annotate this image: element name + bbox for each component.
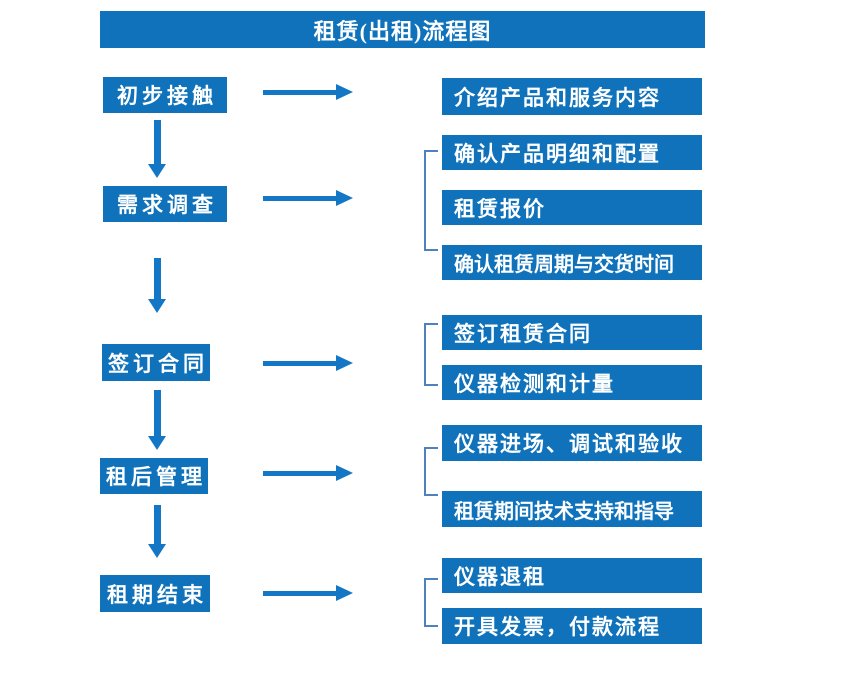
- group-bracket: [424, 323, 438, 386]
- arrow-shaft: [263, 470, 336, 476]
- flow-arrow-right-icon: [263, 585, 353, 601]
- arrow-head: [336, 585, 353, 601]
- detail-box-tech-support: 租赁期间技术支持和指导: [442, 491, 702, 527]
- arrow-head: [148, 299, 166, 313]
- flow-arrow-down-icon: [148, 390, 166, 450]
- arrow-shaft: [263, 590, 336, 596]
- arrow-head: [148, 164, 166, 178]
- arrow-shaft: [263, 195, 336, 201]
- stage-box-lease-end: 租期结束: [100, 575, 210, 612]
- arrow-shaft: [153, 390, 161, 436]
- detail-box-instrument-setup: 仪器进场、调试和验收: [442, 425, 702, 461]
- diagram-title: 租赁(出租)流程图: [313, 18, 492, 44]
- group-bracket: [424, 578, 438, 627]
- stage-box-sign-contract: 签订合同: [102, 344, 210, 381]
- detail-box-invoice-payment: 开具发票，付款流程: [442, 608, 702, 644]
- arrow-shaft: [153, 505, 161, 544]
- arrow-shaft: [153, 120, 161, 164]
- stage-box-demand-survey: 需求调查: [103, 186, 227, 222]
- flow-arrow-down-icon: [148, 505, 166, 558]
- arrow-head: [148, 544, 166, 558]
- flow-arrow-right-icon: [263, 465, 353, 481]
- arrow-head: [336, 355, 353, 371]
- stage-box-post-rental-mgmt: 租后管理: [100, 458, 208, 494]
- flow-arrow-right-icon: [263, 84, 353, 100]
- detail-box-introduce-products: 介绍产品和服务内容: [442, 78, 702, 115]
- arrow-head: [148, 436, 166, 450]
- flow-arrow-right-icon: [263, 355, 353, 371]
- arrow-head: [336, 465, 353, 481]
- stage-box-initial-contact: 初步接触: [103, 77, 227, 113]
- flow-arrow-down-icon: [148, 120, 166, 178]
- arrow-shaft: [153, 258, 161, 299]
- arrow-head: [336, 190, 353, 206]
- flow-arrow-right-icon: [263, 190, 353, 206]
- flow-arrow-down-icon: [148, 258, 166, 313]
- arrow-head: [336, 84, 353, 100]
- detail-box-instrument-return: 仪器退租: [442, 558, 702, 593]
- detail-box-confirm-period: 确认租赁周期与交货时间: [442, 245, 702, 280]
- group-bracket: [424, 447, 438, 496]
- detail-box-confirm-details: 确认产品明细和配置: [442, 135, 702, 170]
- group-bracket: [424, 150, 438, 251]
- detail-box-rental-quote: 租赁报价: [442, 190, 702, 225]
- detail-box-instrument-testing: 仪器检测和计量: [442, 365, 702, 400]
- arrow-shaft: [263, 360, 336, 366]
- detail-box-sign-lease-contract: 签订租赁合同: [442, 315, 702, 350]
- diagram-title-bar: 租赁(出租)流程图: [100, 11, 705, 48]
- arrow-shaft: [263, 89, 336, 95]
